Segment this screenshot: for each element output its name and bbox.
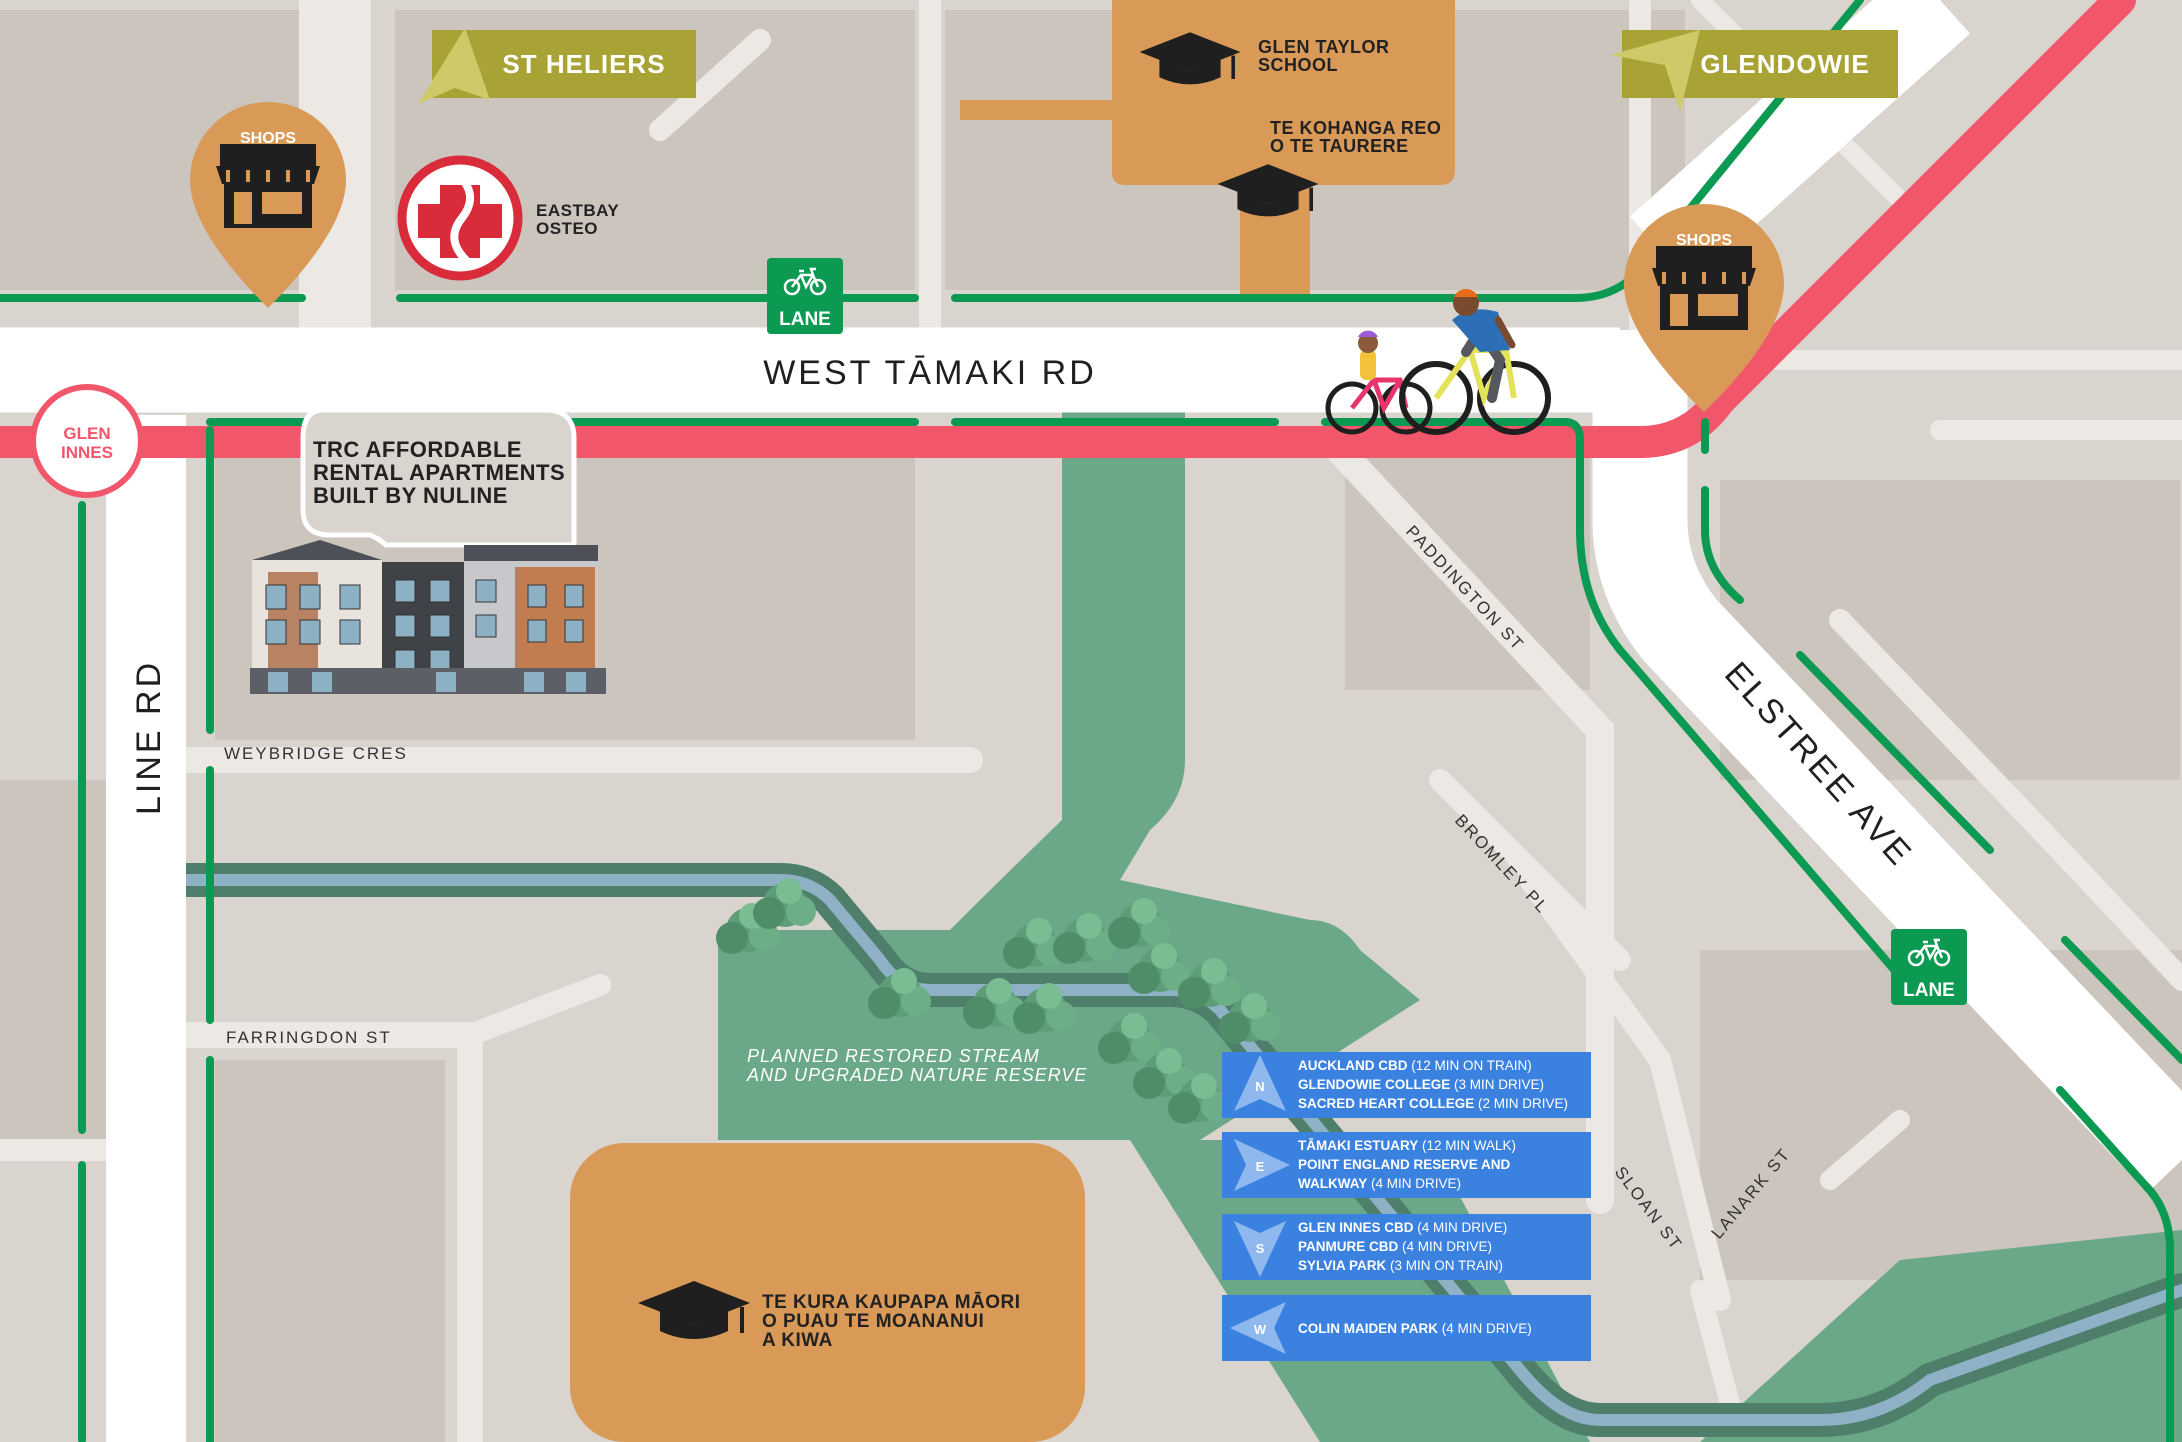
osteo-line2: OSTEO xyxy=(536,219,598,238)
te-kohanga-reo-poi[interactable]: TE KOHANGA REO O TE TAURERE xyxy=(1215,118,1442,219)
glen-taylor-line2: SCHOOL xyxy=(1258,55,1338,75)
travel-info-box-s[interactable]: S GLEN INNES CBD (4 MIN DRIVE) PANMURE CBD… xyxy=(1222,1214,1591,1280)
cycle-lane-badge[interactable]: LANE xyxy=(1891,929,1967,1005)
travel-info-box-n[interactable]: N AUCKLAND CBD (12 MIN ON TRAIN) GLENDOWIE… xyxy=(1222,1052,1591,1118)
st-heliers-banner[interactable]: ST HELIERS xyxy=(418,28,696,104)
farringdon-st-label: FARRINGDON ST xyxy=(226,1028,392,1047)
te-kura-kaupapa-poi[interactable]: TE KURA KAUPAPA MĀORI O PUAU TE MOANANUI… xyxy=(636,1279,1021,1351)
cyclists-illustration xyxy=(1325,289,1551,435)
shop-icon xyxy=(1650,244,1758,332)
glen-taylor-school-poi[interactable]: GLEN TAYLOR SCHOOL xyxy=(1137,30,1390,87)
travel-info-panel: N AUCKLAND CBD (12 MIN ON TRAIN) GLENDOWIE… xyxy=(1222,1052,1591,1361)
shops-pin-west[interactable]: SHOPS xyxy=(190,102,346,308)
kohanga-line1: TE KOHANGA REO xyxy=(1270,118,1441,138)
travel-info-line: PANMURE CBD (4 MIN DRIVE) xyxy=(1298,1239,1492,1254)
travel-info-line: AUCKLAND CBD (12 MIN ON TRAIN) xyxy=(1298,1058,1532,1073)
kohanga-line2: O TE TAURERE xyxy=(1270,136,1409,156)
lane-label: LANE xyxy=(1903,980,1955,1001)
travel-info-line: WALKWAY (4 MIN DRIVE) xyxy=(1298,1176,1461,1191)
glendowie-banner[interactable]: GLENDOWIE xyxy=(1610,30,1898,112)
park-label-line2: AND UPGRADED NATURE RESERVE xyxy=(746,1065,1087,1085)
travel-info-line: GLEN INNES CBD (4 MIN DRIVE) xyxy=(1298,1220,1507,1235)
compass-direction: W xyxy=(1254,1322,1267,1337)
east-arrow-icon xyxy=(1610,30,1700,112)
glen-innes-station[interactable]: GLEN INNES xyxy=(30,384,144,498)
compass-arrow-icon xyxy=(1234,1139,1290,1191)
compass-direction: S xyxy=(1256,1241,1265,1256)
weybridge-cres-label: WEYBRIDGE CRES xyxy=(224,744,408,763)
compass-arrow-icon xyxy=(1234,1221,1286,1277)
travel-info-line: TĀMAKI ESTUARY (12 MIN WALK) xyxy=(1298,1138,1516,1153)
glen-taylor-line1: GLEN TAYLOR xyxy=(1258,37,1390,57)
development-callout[interactable]: TRC AFFORDABLE RENTAL APARTMENTS BUILT B… xyxy=(300,407,577,548)
compass-arrow-icon xyxy=(1230,1302,1286,1354)
compass-direction: N xyxy=(1255,1079,1264,1094)
development-line3: BUILT BY NULINE xyxy=(313,483,508,508)
te-kura-line3: A KIWA xyxy=(762,1330,833,1351)
travel-info-box-w[interactable]: W COLIN MAIDEN PARK (4 MIN DRIVE) xyxy=(1222,1295,1591,1361)
shop-icon xyxy=(214,142,322,230)
shops-label: SHOPS xyxy=(1676,232,1732,249)
travel-info-line: COLIN MAIDEN PARK (4 MIN DRIVE) xyxy=(1298,1321,1532,1336)
nature-reserve-label: PLANNED RESTORED STREAM AND UPGRADED NAT… xyxy=(746,1046,1087,1085)
stream xyxy=(168,863,2182,1437)
st-heliers-label: ST HELIERS xyxy=(502,49,665,79)
shops-pin-east[interactable]: SHOPS xyxy=(1624,204,1784,412)
west-tamaki-rd-label: WEST TĀMAKI RD xyxy=(763,354,1097,392)
train-line xyxy=(0,0,2136,458)
school-grounds-south xyxy=(570,1143,1085,1442)
north-arrow-icon xyxy=(418,28,490,104)
development-line2: RENTAL APARTMENTS xyxy=(313,460,565,485)
development-line1: TRC AFFORDABLE xyxy=(313,437,522,462)
travel-info-line: SYLVIA PARK (3 MIN ON TRAIN) xyxy=(1298,1258,1503,1273)
park-label-line1: PLANNED RESTORED STREAM xyxy=(747,1046,1040,1066)
travel-info-line: SACRED HEART COLLEGE (2 MIN DRIVE) xyxy=(1298,1096,1568,1111)
eastbay-osteo-poi[interactable]: EASTBAY OSTEO xyxy=(397,155,619,281)
shops-label: SHOPS xyxy=(240,130,296,147)
medical-cross-icon xyxy=(418,172,502,265)
line-rd-label: LINE RD xyxy=(130,660,168,815)
compass-arrow-icon xyxy=(1234,1055,1286,1111)
te-kura-line1: TE KURA KAUPAPA MĀORI xyxy=(762,1292,1021,1313)
lane-label: LANE xyxy=(779,309,831,330)
cycle-lane-badge[interactable]: LANE xyxy=(767,258,843,334)
te-kura-line2: O PUAU TE MOANANUI xyxy=(762,1311,984,1332)
apartment-building-illustration xyxy=(250,540,606,694)
station-line1: GLEN xyxy=(63,424,110,443)
station-line2: INNES xyxy=(61,443,113,462)
osteo-line1: EASTBAY xyxy=(536,201,619,220)
glendowie-label: GLENDOWIE xyxy=(1700,49,1869,79)
travel-info-line: POINT ENGLAND RESERVE AND xyxy=(1298,1157,1511,1172)
travel-info-box-e[interactable]: E TĀMAKI ESTUARY (12 MIN WALK) POINT ENGLA… xyxy=(1222,1132,1591,1198)
compass-direction: E xyxy=(1256,1159,1265,1174)
travel-info-line: GLENDOWIE COLLEGE (3 MIN DRIVE) xyxy=(1298,1077,1544,1092)
